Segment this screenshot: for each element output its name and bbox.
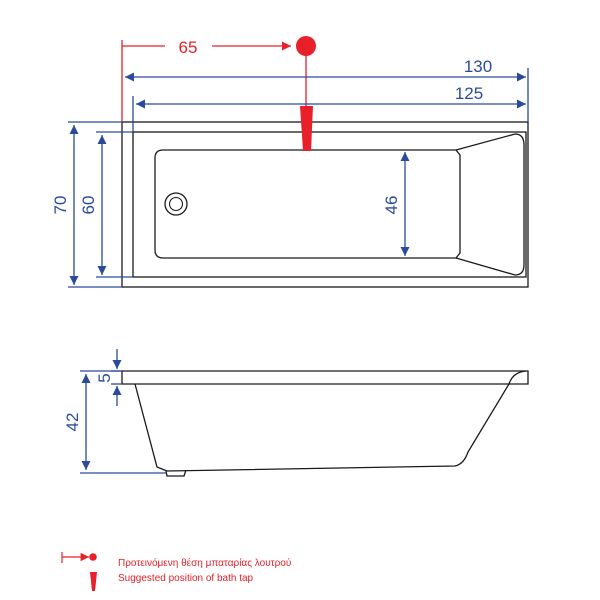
inner-length-label: 125: [455, 84, 483, 103]
legend-english-text: Suggested position of bath tap: [118, 573, 254, 584]
top-view: [121, 121, 529, 288]
basin-width-label: 46: [382, 196, 401, 215]
tub-side-headrest-curve: [508, 370, 527, 385]
tub-side-rim: [121, 370, 529, 385]
total-width-label: 70: [51, 196, 70, 215]
legend-tap-dot-icon: [89, 553, 97, 561]
tap-dot-icon: [296, 36, 316, 56]
legend-greek-text: Προτεινόμενη θέση μπαταρίας λουτρού: [118, 557, 291, 569]
tub-side-body: [134, 383, 510, 472]
tub-basin-outline: [154, 149, 461, 259]
tub-outer-outline: [121, 121, 529, 288]
tub-side-foot: [165, 469, 187, 477]
tap-offset-label: 65: [179, 38, 198, 57]
tub-headrest-slope: [455, 133, 525, 276]
tap-position-marker: [296, 36, 316, 151]
drain-icon: [164, 192, 188, 216]
legend-tap-wedge-icon: [90, 572, 97, 591]
side-view: [121, 370, 529, 477]
tub-rim-outline: [132, 131, 527, 278]
rim-height-label: 5: [95, 373, 114, 382]
inner-width-label: 60: [79, 196, 98, 215]
total-length-label: 130: [464, 57, 492, 76]
depth-label: 42: [63, 413, 82, 432]
tap-wedge-icon: [300, 106, 313, 151]
legend: Προτεινόμενη θέση μπαταρίας λουτρού Sugg…: [61, 552, 291, 591]
